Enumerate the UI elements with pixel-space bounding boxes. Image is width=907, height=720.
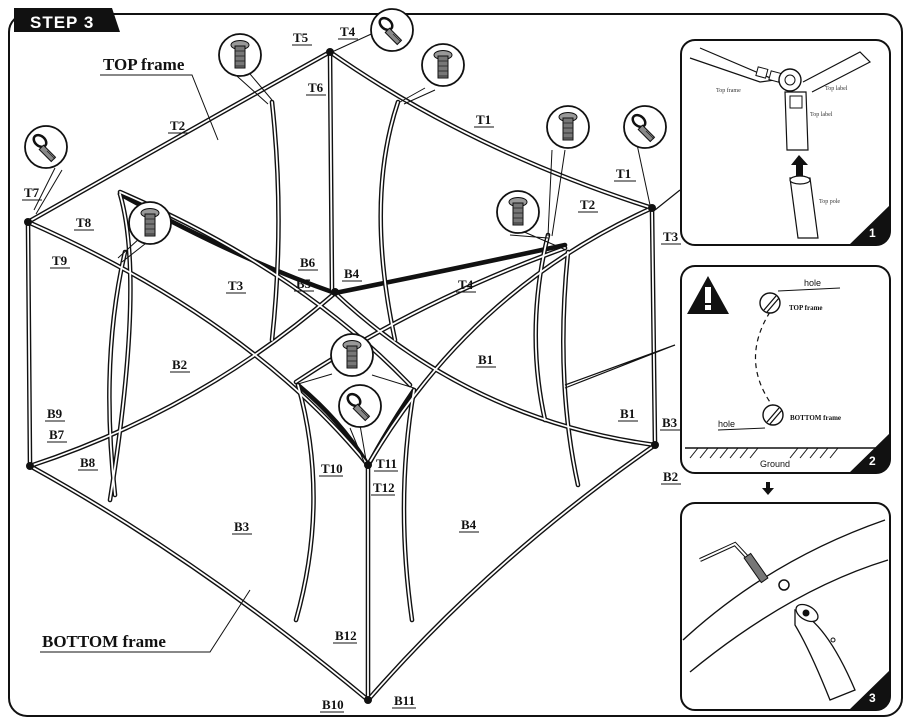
bolt-icon [218, 33, 262, 77]
svg-text:Top label: Top label [825, 86, 848, 92]
part-label: T1 [476, 112, 491, 127]
part-label: B10 [322, 697, 344, 712]
bolt-icon [330, 333, 374, 377]
part-label: T2 [580, 197, 595, 212]
part-label: T3 [228, 278, 244, 293]
svg-text:BOTTOM frame: BOTTOM frame [790, 414, 841, 422]
part-label: B4 [461, 517, 477, 532]
part-label: B2 [663, 469, 678, 484]
bottom-frame-label: BOTTOM frame [42, 632, 166, 651]
part-label: T11 [376, 456, 397, 471]
svg-text:3: 3 [869, 691, 876, 705]
bolt-icon [128, 201, 172, 245]
part-label: B3 [662, 415, 678, 430]
part-labels: TOP frame BOTTOM frame T5 T1 T4 T6 T2 T1… [22, 24, 681, 713]
part-label: B12 [335, 628, 357, 643]
part-label: B7 [49, 427, 65, 442]
bolt-icon [546, 105, 590, 149]
part-label: B3 [234, 519, 250, 534]
part-label: B2 [172, 357, 187, 372]
part-label: T4 [458, 277, 474, 292]
svg-text:1: 1 [869, 226, 876, 240]
svg-text:hole: hole [804, 278, 821, 288]
part-label: T8 [76, 215, 92, 230]
inset-panel-2: hole TOP frame hole BOTTOM frame Ground … [680, 265, 891, 474]
svg-text:Top pole: Top pole [819, 199, 840, 205]
warning-icon [687, 276, 729, 314]
part-label: T2 [170, 118, 185, 133]
part-label: T5 [293, 30, 309, 45]
tent-frame [24, 48, 659, 704]
part-label: B1 [620, 406, 635, 421]
svg-text:Top frame: Top frame [716, 87, 741, 94]
step-badge: STEP 3 [14, 8, 120, 32]
part-label: T1 [616, 166, 631, 181]
top-frame-label: TOP frame [103, 55, 185, 74]
svg-text:STEP 3: STEP 3 [30, 13, 94, 32]
part-label: B11 [394, 693, 415, 708]
part-label: T12 [373, 480, 395, 495]
part-label: T7 [24, 185, 40, 200]
svg-text:Top label: Top label [810, 112, 833, 118]
svg-text:2: 2 [869, 454, 876, 468]
part-label: B6 [300, 255, 316, 270]
svg-text:TOP frame: TOP frame [789, 304, 823, 312]
part-label: B9 [47, 406, 63, 421]
part-label: B5 [296, 276, 312, 291]
main-panel-border [8, 13, 903, 717]
part-label: T3 [663, 229, 679, 244]
svg-text:Ground: Ground [760, 459, 790, 469]
part-label: T6 [308, 80, 324, 95]
callout-leaders [33, 29, 681, 653]
eye-bolt-icon [622, 104, 668, 150]
part-label: T4 [340, 24, 356, 39]
arrow-down-icon [762, 482, 774, 495]
part-label: T9 [52, 253, 68, 268]
part-label: B4 [344, 266, 360, 281]
part-label: B8 [80, 455, 96, 470]
part-label: B1 [478, 352, 493, 367]
eye-bolt-icon [337, 383, 383, 429]
inset-panel-1: Top frame Top label Top label Top pole 1 [680, 39, 891, 246]
svg-text:hole: hole [718, 419, 735, 429]
bolt-icon [421, 43, 465, 87]
part-label: T10 [321, 461, 343, 476]
bolt-icon [496, 190, 540, 234]
inset-panel-3: 3 [680, 502, 891, 711]
eye-bolt-icon [23, 124, 69, 170]
eye-bolt-icon [369, 7, 415, 53]
